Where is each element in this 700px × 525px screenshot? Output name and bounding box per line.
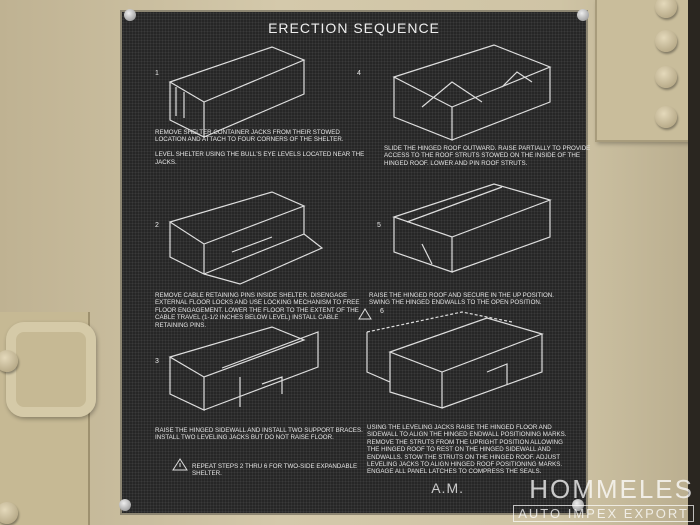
diagram-step-6 — [366, 311, 544, 409]
step-number: 4 — [357, 70, 361, 77]
diagram-step-3 — [168, 326, 319, 411]
shelter-diagrams — [168, 44, 552, 411]
step-number: 2 — [155, 222, 159, 229]
step-text: Slide the hinged roof outward. Raise par… — [384, 145, 591, 167]
diagram-step-1 — [168, 46, 306, 138]
door-edge — [688, 0, 700, 525]
diagram-step-4 — [392, 44, 552, 141]
watermark: A.M. HOMMELES AUTO IMPEX EXPORT — [431, 474, 694, 523]
watermark-line2: HOMMELES — [529, 474, 694, 504]
rivet — [572, 499, 584, 511]
bolt — [655, 30, 677, 52]
step-text: Raise the hinged sidewall and install tw… — [155, 427, 363, 442]
bolt — [655, 106, 677, 128]
step-number: 3 — [155, 358, 159, 365]
plate-title: ERECTION SEQUENCE — [268, 20, 440, 36]
bolt — [0, 350, 18, 372]
instruction-plate: ERECTION SEQUENCE 1 Remove shelter conta… — [119, 9, 590, 515]
watermark-line3: AUTO IMPEX EXPORT — [513, 505, 694, 522]
warning-triangle-icon — [358, 308, 372, 320]
watermark-line1: A.M. — [431, 480, 464, 496]
step-text: Remove shelter container jacks from thei… — [155, 129, 365, 166]
step-number: 5 — [377, 222, 381, 229]
warning-text: Repeat steps 2 thru 6 for two-side expan… — [192, 463, 358, 478]
bolt — [0, 502, 18, 524]
rivet — [119, 499, 131, 511]
diagram-step-2 — [168, 191, 324, 285]
rivet — [124, 9, 136, 21]
step-text: Using the leveling jacks raise the hinge… — [367, 424, 567, 476]
step-number: 1 — [155, 70, 159, 77]
warning-triangle-icon — [172, 458, 188, 471]
step-number: 6 — [380, 308, 384, 315]
latch-handle — [0, 312, 96, 525]
bolt — [655, 66, 677, 88]
bolt — [655, 0, 677, 18]
step-text: Raise the hinged roof and secure in the … — [369, 292, 554, 307]
bolted-panel — [595, 0, 694, 142]
diagram-step-5 — [392, 183, 552, 273]
step-text: Remove cable retaining pins inside shelt… — [155, 292, 360, 329]
rivet — [577, 9, 589, 21]
handle-loop — [6, 322, 96, 417]
